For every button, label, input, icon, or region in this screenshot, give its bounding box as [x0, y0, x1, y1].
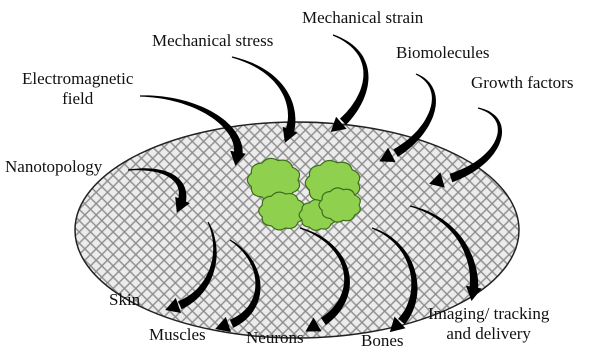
label-imaging-line1: Imaging/ tracking — [428, 304, 549, 324]
label-mechanical-stress: Mechanical stress — [152, 31, 273, 51]
label-electromagnetic-field: Electromagnetic field — [22, 69, 133, 109]
label-skin: Skin — [109, 290, 140, 310]
cell-3 — [259, 192, 305, 230]
label-biomolecules: Biomolecules — [396, 43, 489, 63]
cell-5 — [319, 188, 360, 222]
label-imaging-line2: and delivery — [428, 324, 549, 344]
label-bones: Bones — [361, 331, 404, 351]
label-growth-factors: Growth factors — [471, 73, 573, 93]
label-neurons: Neurons — [246, 328, 304, 348]
label-nanotopology: Nanotopology — [5, 157, 102, 177]
label-electromagnetic-line2: field — [22, 89, 133, 109]
label-imaging-tracking-delivery: Imaging/ tracking and delivery — [428, 304, 549, 344]
label-mechanical-strain: Mechanical strain — [302, 8, 423, 28]
label-electromagnetic-line1: Electromagnetic — [22, 69, 133, 89]
label-muscles: Muscles — [149, 325, 206, 345]
arrow-mechanical-strain — [331, 34, 369, 132]
